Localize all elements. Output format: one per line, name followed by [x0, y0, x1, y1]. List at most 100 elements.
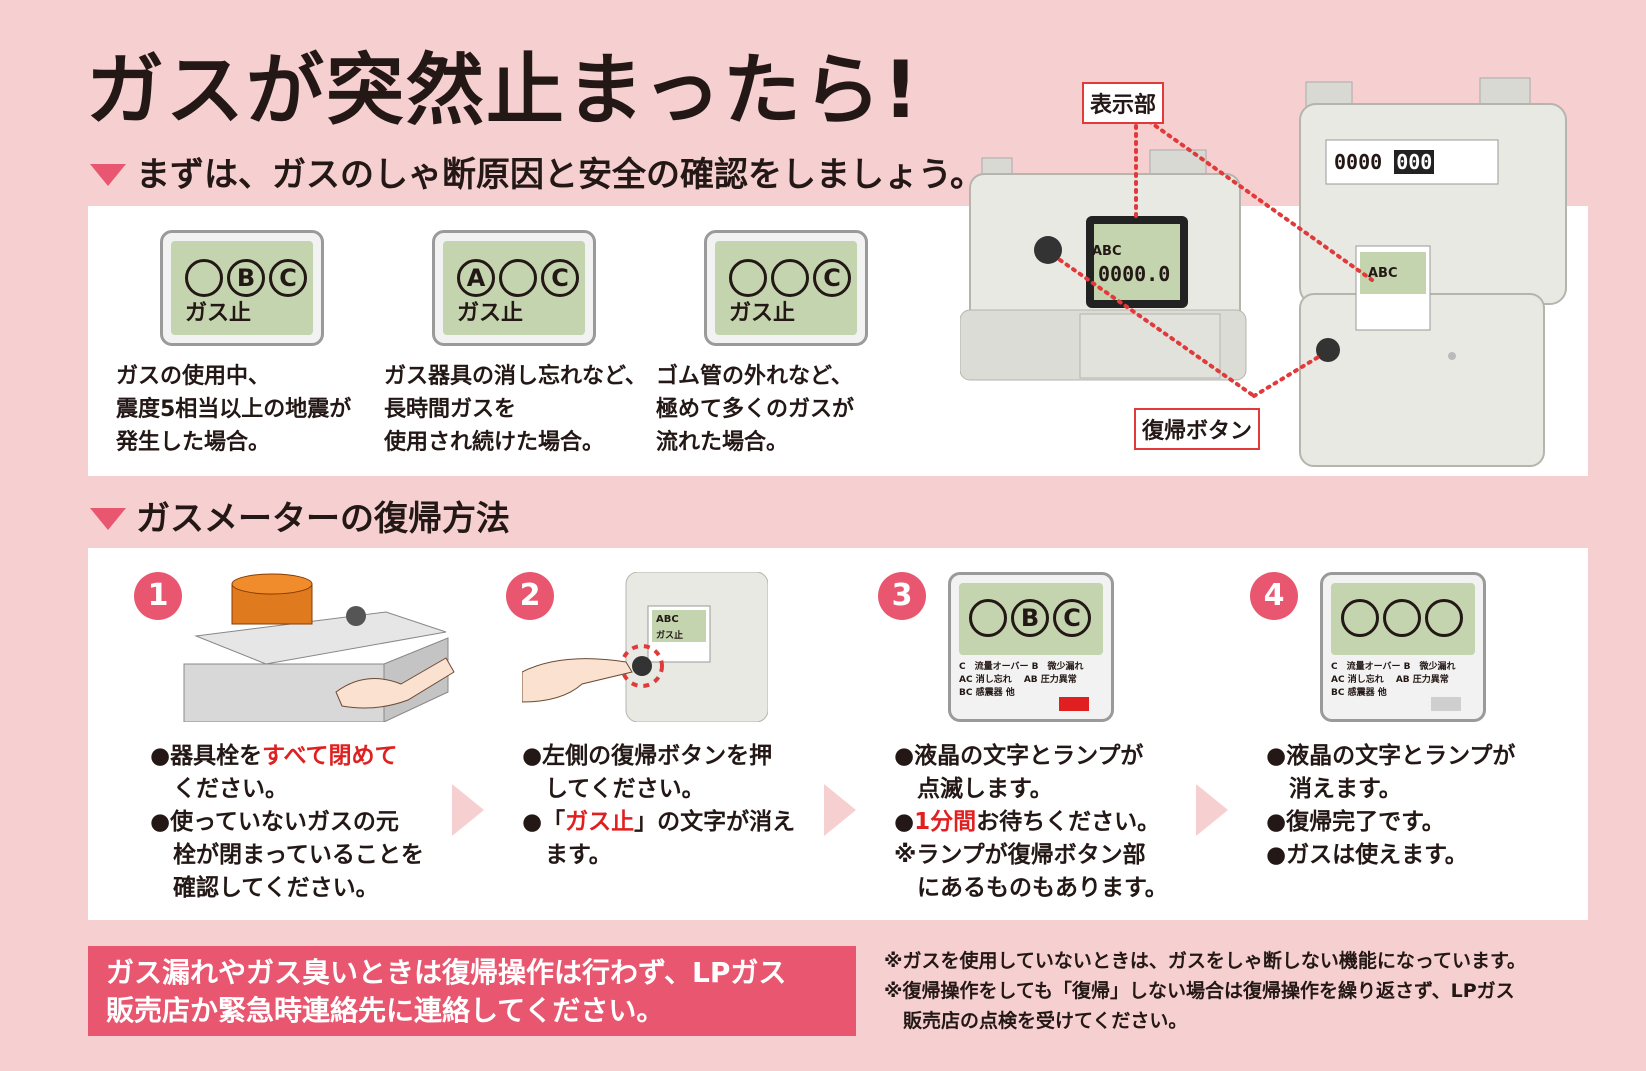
- section-heading-reset: ガスメーターの復帰方法: [90, 502, 510, 536]
- case-caption: ガス器具の消し忘れなど、長時間ガスを使用され続けた場合。: [384, 360, 647, 459]
- step2-lcd-symbols: ABC: [656, 614, 679, 625]
- instruction-text: ※ランプが復帰ボタン部: [894, 842, 1146, 868]
- instruction-line: ●復帰完了です。: [1266, 806, 1515, 839]
- instruction-line: にあるものもあります。: [894, 872, 1168, 905]
- lcd-symbol: [1383, 599, 1421, 637]
- caption-line: 流れた場合。: [656, 430, 789, 455]
- next-arrow-icon: [1196, 784, 1228, 836]
- lcd-symbol-row: [1341, 599, 1463, 637]
- lcd-symbol: C: [541, 259, 579, 297]
- caption-line: 極めて多くのガスが: [656, 397, 855, 422]
- instruction-highlight: すべて閉めて: [262, 743, 398, 769]
- instruction-line: ●液晶の文字とランプが: [1266, 740, 1515, 773]
- right-meter-counter-b: 000: [1394, 150, 1435, 174]
- lcd-card: A C ガス止: [432, 230, 596, 346]
- lcd-symbol: A: [457, 259, 495, 297]
- instruction-text: ●器具栓を: [150, 743, 263, 769]
- caption-line: ガス器具の消し忘れなど、: [384, 364, 647, 389]
- note-line: 販売店の点検を受けてください。: [884, 1010, 1188, 1032]
- step-instructions: ●器具栓をすべて閉めて ください。●使っていないガスの元 栓が閉まっていることを…: [150, 740, 424, 905]
- lcd-label: ガス止: [457, 301, 524, 326]
- lcd-symbol: [1341, 599, 1379, 637]
- section-heading-reset-text: ガスメーターの復帰方法: [136, 499, 510, 539]
- next-arrow-icon: [824, 784, 856, 836]
- step-instructions: ●左側の復帰ボタンを押 してください。 ●「ガス止」の文字が消え ます。: [522, 740, 795, 872]
- note-line: ※復帰操作をしても「復帰」しない場合は復帰操作を繰り返さず、LPガス: [884, 980, 1515, 1002]
- legend-line: C 流量オーバー B 微少漏れ: [959, 662, 1084, 672]
- lcd-symbol-row: C: [729, 259, 851, 297]
- step-instructions: ●液晶の文字とランプが 点滅します。●1分間お待ちください。 ※ランプが復帰ボタン…: [894, 740, 1168, 905]
- caption-line: 発生した場合。: [116, 430, 271, 455]
- notes: ※ガスを使用していないときは、ガスをしゃ断しない機能になっています。 ※復帰操作…: [884, 946, 1526, 1036]
- lcd-symbol: [729, 259, 767, 297]
- warning-box: ガス漏れやガス臭いときは復帰操作は行わず、LPガス 販売店か緊急時連絡先に連絡し…: [88, 946, 856, 1036]
- lcd-card: C ガス止: [704, 230, 868, 346]
- instruction-line: 消えます。: [1266, 773, 1515, 806]
- section-heading-cause: まずは、ガスのしゃ断原因と安全の確認をしましょう。: [90, 158, 984, 192]
- section-heading-cause-text: まずは、ガスのしゃ断原因と安全の確認をしましょう。: [136, 155, 984, 195]
- step-number-badge: 3: [878, 572, 926, 620]
- instruction-text: 確認してください。: [150, 875, 379, 901]
- instruction-text: にあるものもあります。: [894, 875, 1168, 901]
- instruction-text: 消えます。: [1266, 776, 1402, 802]
- stove-hand-illustration: [183, 573, 455, 723]
- triangle-bullet-icon: [90, 164, 126, 186]
- instruction-highlight: 1分間: [914, 809, 977, 835]
- step1-illustration: [176, 572, 456, 723]
- instruction-text: ●液晶の文字とランプが: [1266, 743, 1516, 769]
- lcd-symbol: [1425, 599, 1463, 637]
- instruction-line: ●1分間お待ちください。: [894, 806, 1168, 839]
- right-meter-symbols: ABC: [1368, 266, 1398, 281]
- instruction-text: してください。: [522, 776, 705, 802]
- lcd-symbol: [499, 259, 537, 297]
- lcd-label: ガス止: [185, 301, 252, 326]
- instruction-line: 確認してください。: [150, 872, 424, 905]
- gas-meters-illustration: [959, 77, 1567, 467]
- meter-illustration: ABC 0000.0 0000 000 ABC: [959, 70, 1600, 470]
- caption-line: 使用され続けた場合。: [384, 430, 605, 455]
- lcd-symbol: B: [1011, 599, 1049, 637]
- lcd-symbol: [185, 259, 223, 297]
- lcd-screen: C ガス止: [715, 241, 857, 335]
- instruction-line: 点滅します。: [894, 773, 1168, 806]
- step-number-badge: 4: [1250, 572, 1298, 620]
- legend-line: AC 消し忘れ AB 圧力異常: [1331, 675, 1449, 685]
- instruction-line: ●使っていないガスの元: [150, 806, 424, 839]
- warning-line: 販売店か緊急時連絡先に連絡してください。: [106, 994, 665, 1027]
- case-caption: ガスの使用中、震度5相当以上の地震が発生した場合。: [116, 360, 351, 459]
- instruction-highlight: ガス止: [565, 809, 635, 835]
- page-title: ガスが突然止まったら!: [86, 46, 921, 136]
- lcd-screen: A C ガス止: [443, 241, 585, 335]
- lcd-screen: [1331, 583, 1475, 655]
- reset-button-callout: 復帰ボタン: [1134, 408, 1261, 450]
- instruction-line: してください。: [522, 773, 795, 806]
- step-number-badge: 1: [134, 572, 182, 620]
- instruction-text: ●液晶の文字とランプが: [894, 743, 1144, 769]
- instruction-line: ●「ガス止」の文字が消え: [522, 806, 795, 839]
- caption-line: 長時間ガスを: [384, 397, 517, 422]
- instruction-text: ください。: [150, 776, 288, 802]
- step-number-badge: 2: [506, 572, 554, 620]
- lcd-symbol: C: [813, 259, 851, 297]
- instruction-text: ●: [894, 809, 915, 835]
- caption-line: 震度5相当以上の地震が: [116, 397, 352, 422]
- blinking-lamp-icon: [1059, 697, 1089, 711]
- instruction-text: ●使っていないガスの元: [150, 809, 399, 835]
- next-arrow-icon: [452, 784, 484, 836]
- instruction-text: ●左側の復帰ボタンを押: [522, 743, 773, 769]
- right-meter-counter: 0000 000: [1334, 150, 1435, 174]
- lcd-label: ガス止: [729, 301, 796, 326]
- instruction-text: ●ガスは使えます。: [1266, 842, 1468, 868]
- warning-line: ガス漏れやガス臭いときは復帰操作は行わず、LPガス: [106, 956, 787, 989]
- instruction-text: ます。: [522, 842, 612, 868]
- instruction-text: 」の文字が消え: [634, 809, 796, 835]
- legend-line: C 流量オーバー B 微少漏れ: [1331, 662, 1456, 672]
